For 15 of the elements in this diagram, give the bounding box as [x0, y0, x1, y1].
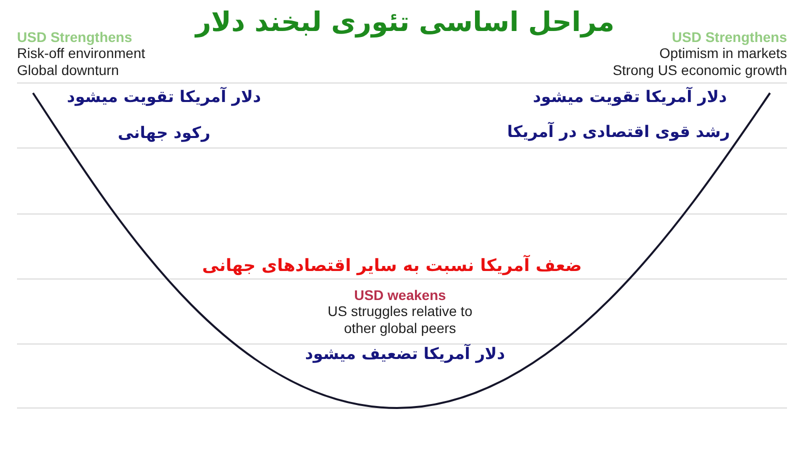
annotation-text: دلار آمریکا تقویت میشود — [532, 86, 727, 108]
phase-heading: USD Strengthens — [17, 29, 132, 46]
phase-description: Strong US economic growth — [612, 62, 787, 79]
phase-heading: USD weakens — [354, 287, 446, 304]
annotation-text: رشد قوی اقتصادی در آمریکا — [507, 121, 730, 143]
phase-description: Global downturn — [17, 62, 119, 79]
phase-description: Risk-off environment — [17, 45, 146, 62]
phase-description: US struggles relative to other global peers — [326, 303, 474, 337]
annotation-text: ضعف آمریکا نسبت به سایر اقتصادهای جهانی — [202, 254, 582, 278]
annotation-text: دلار آمریکا تقویت میشود — [66, 86, 262, 108]
phase-heading: USD Strengthens — [672, 29, 787, 46]
diagram-title: مراحل اساسی تئوری لبخند دلار — [196, 6, 614, 40]
annotation-text: رکود جهانی — [118, 122, 210, 144]
annotation-text: دلار آمریکا تضعیف میشود — [304, 342, 506, 365]
phase-description: Optimism in markets — [659, 45, 787, 62]
